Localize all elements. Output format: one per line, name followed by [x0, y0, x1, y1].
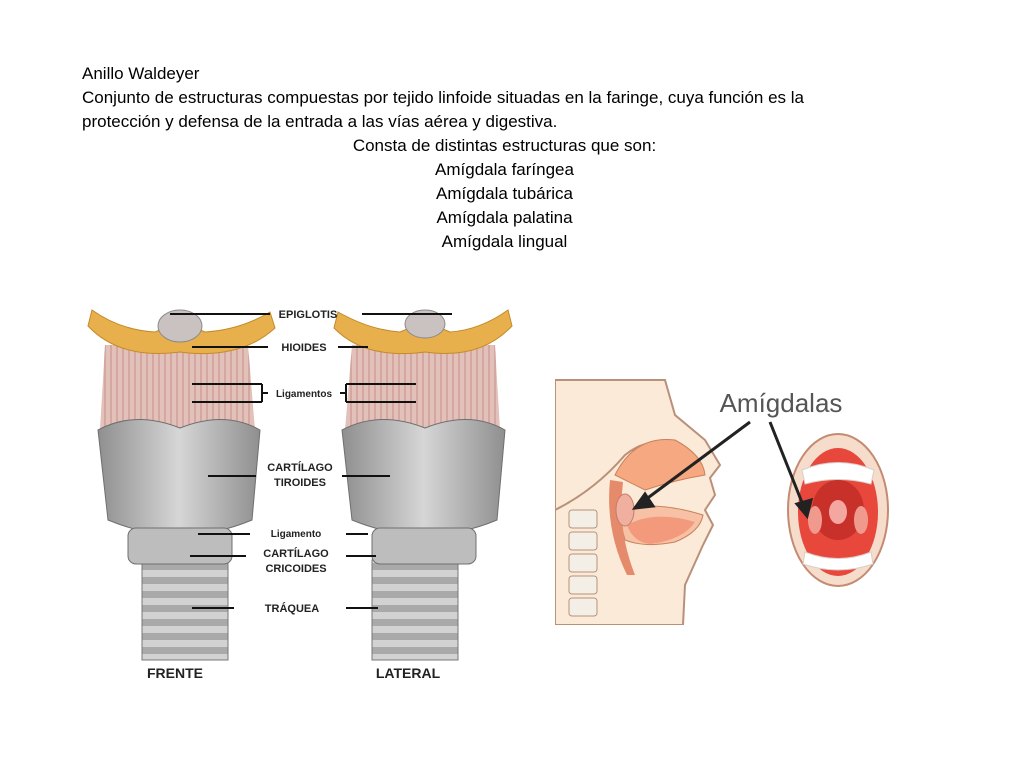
trachea-lateral — [371, 559, 459, 661]
label-traquea: TRÁQUEA — [265, 602, 319, 615]
slide-title: Anillo Waldeyer — [82, 64, 200, 83]
label-amigdalas: Amígdalas — [720, 388, 843, 418]
label-cartilago-cricoides-1: CARTÍLAGO — [263, 547, 329, 560]
label-epiglotis: EPIGLOTIS — [279, 309, 338, 321]
thyroid-cartilage-lateral — [341, 419, 506, 536]
ligament-membrane-lateral — [345, 345, 500, 430]
description-line-1: Conjunto de estructuras compuestas por t… — [82, 88, 804, 107]
tongue — [627, 516, 695, 544]
cricoid-cartilage-lateral — [371, 527, 477, 565]
epiglottis-lateral — [404, 309, 446, 339]
description-line-2: protección y defensa de la entrada a las… — [82, 112, 558, 131]
list-item: Amígdala lingual — [441, 232, 568, 251]
label-leader-lines — [170, 313, 452, 609]
palatine-tonsil-profile — [615, 493, 635, 527]
pharynx — [609, 480, 635, 575]
label-cartilago-cricoides-2: CRICOIDES — [265, 563, 326, 575]
cervical-spine — [568, 509, 598, 617]
epiglottis-front — [157, 309, 203, 343]
arrow-to-profile-tonsil — [631, 420, 751, 510]
text-block: Anillo Waldeyer Conjunto de estructuras … — [82, 62, 942, 254]
ligament-membrane-front — [100, 345, 255, 430]
label-ligamento: Ligamento — [271, 529, 322, 540]
list-item: Amígdala palatina — [436, 208, 573, 227]
label-cartilago-tiroides-1: CARTÍLAGO — [267, 461, 333, 474]
larynx-diagram: EPIGLOTIS HIOIDES Ligamentos CARTÍLAGO T… — [87, 309, 513, 681]
label-cartilago-tiroides-2: TIROIDES — [274, 477, 326, 489]
list-item: Amígdala faríngea — [435, 160, 574, 179]
thyroid-cartilage-front — [97, 419, 261, 536]
larynx-front-view — [87, 309, 276, 661]
list-item: Amígdala tubárica — [435, 184, 574, 203]
label-frente: FRENTE — [147, 665, 203, 681]
structures-intro: Consta de distintas estructuras que son: — [352, 136, 657, 155]
trachea-front — [141, 559, 229, 661]
label-lateral: LATERAL — [376, 665, 441, 681]
label-ligamentos: Ligamentos — [276, 389, 333, 400]
label-hioides: HIOIDES — [281, 342, 326, 354]
arrow-to-mouth-tonsil — [768, 421, 814, 520]
open-mouth-illustration — [787, 433, 889, 587]
tonsils-diagram: Amígdalas — [555, 360, 895, 625]
larynx-lateral-view — [333, 309, 513, 661]
